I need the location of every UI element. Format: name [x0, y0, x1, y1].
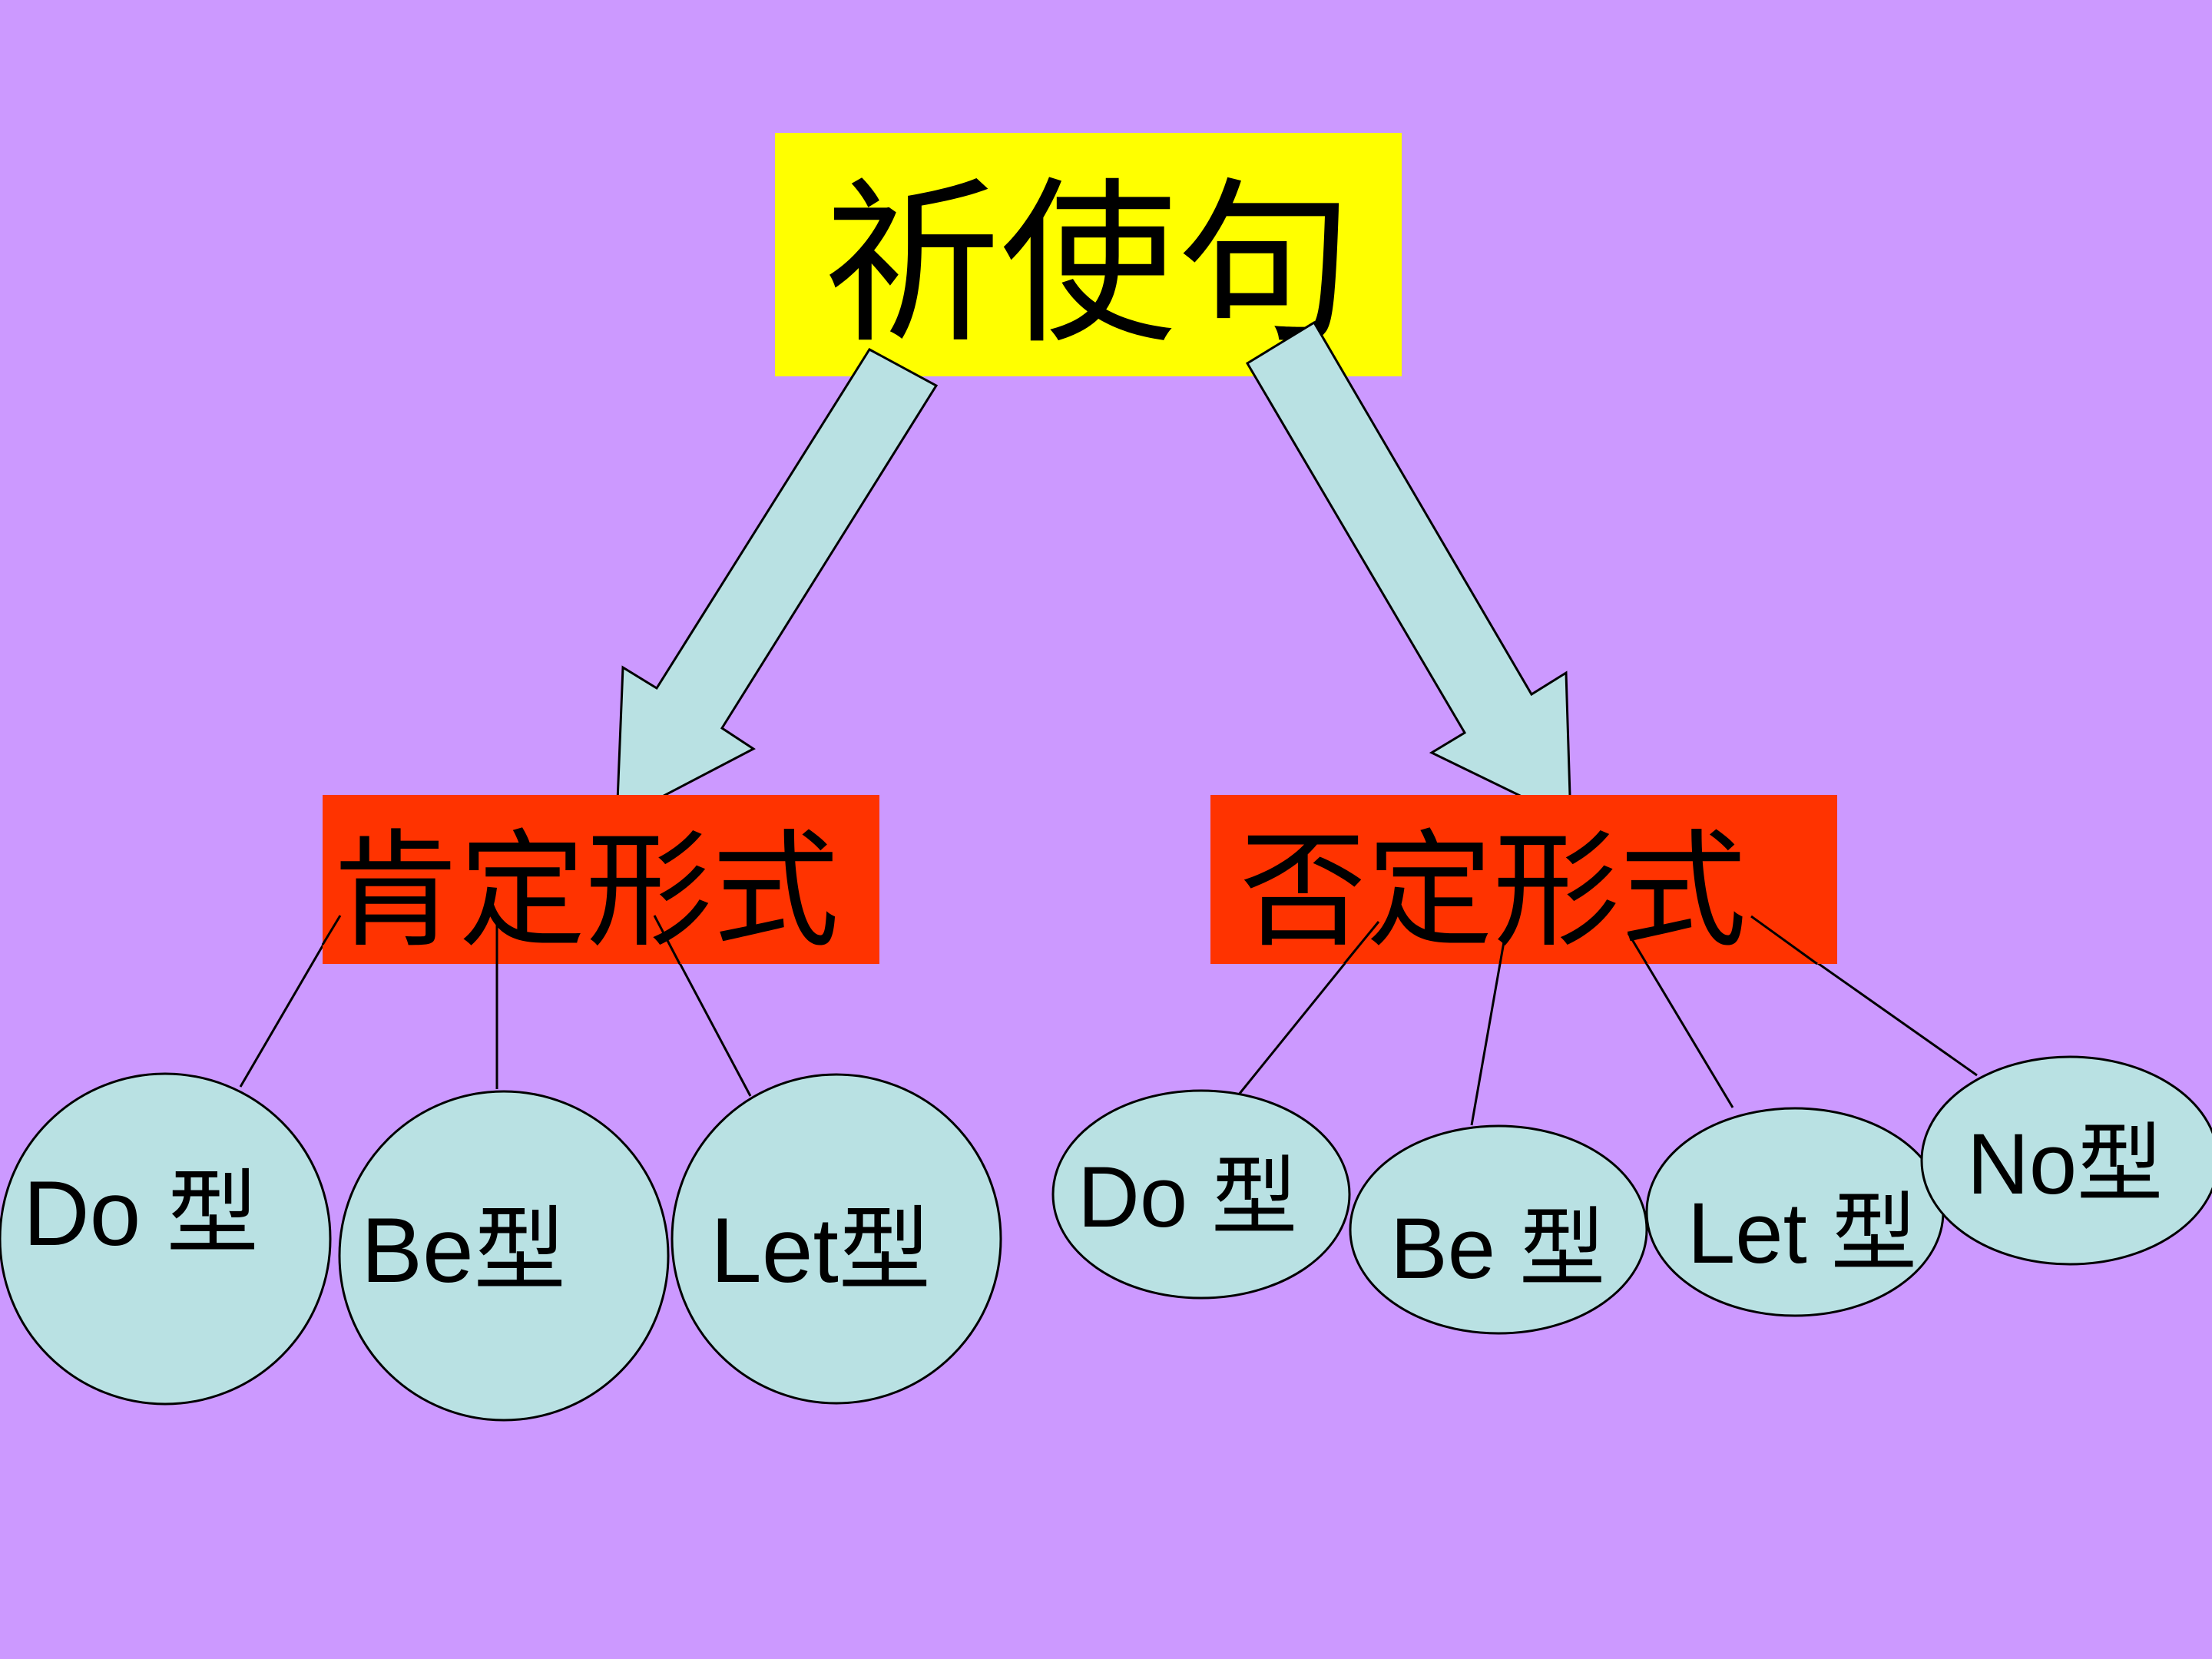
leaf-nodes — [0, 1055, 2212, 1422]
root-label: 祈使句 — [823, 162, 1353, 368]
leaf-node-neg-do — [1051, 1089, 1351, 1300]
arrow-to-positive-form — [615, 348, 939, 823]
leaf-label-pos-do: Do 型 — [23, 1162, 259, 1265]
negative-form-label: 否定形式 — [1240, 816, 1747, 965]
leaf-label-pos-be: Be型 — [361, 1199, 566, 1302]
leaf-node-pos-let — [671, 1073, 1002, 1405]
positive-form-label: 肯定形式 — [332, 816, 839, 965]
connector-neg-be — [1470, 932, 1507, 1126]
negative-form-box: 否定形式 — [1210, 795, 1837, 965]
leaf-label-pos-let: Let型 — [710, 1199, 931, 1302]
leaf-label-neg-no: No型 — [1967, 1116, 2164, 1212]
leaf-label-neg-be: Be 型 — [1390, 1200, 1606, 1296]
leaf-node-pos-do — [0, 1072, 332, 1406]
leaf-node-pos-be — [338, 1090, 670, 1422]
leaf-label-neg-let: Let 型 — [1687, 1185, 1917, 1281]
leaf-node-neg-be — [1349, 1124, 1648, 1335]
positive-form-box: 肯定形式 — [323, 795, 879, 965]
leaf-node-neg-no — [1920, 1055, 2212, 1266]
leaf-label-neg-do: Do 型 — [1078, 1149, 1298, 1245]
arrow-to-negative-form — [1245, 320, 1572, 823]
